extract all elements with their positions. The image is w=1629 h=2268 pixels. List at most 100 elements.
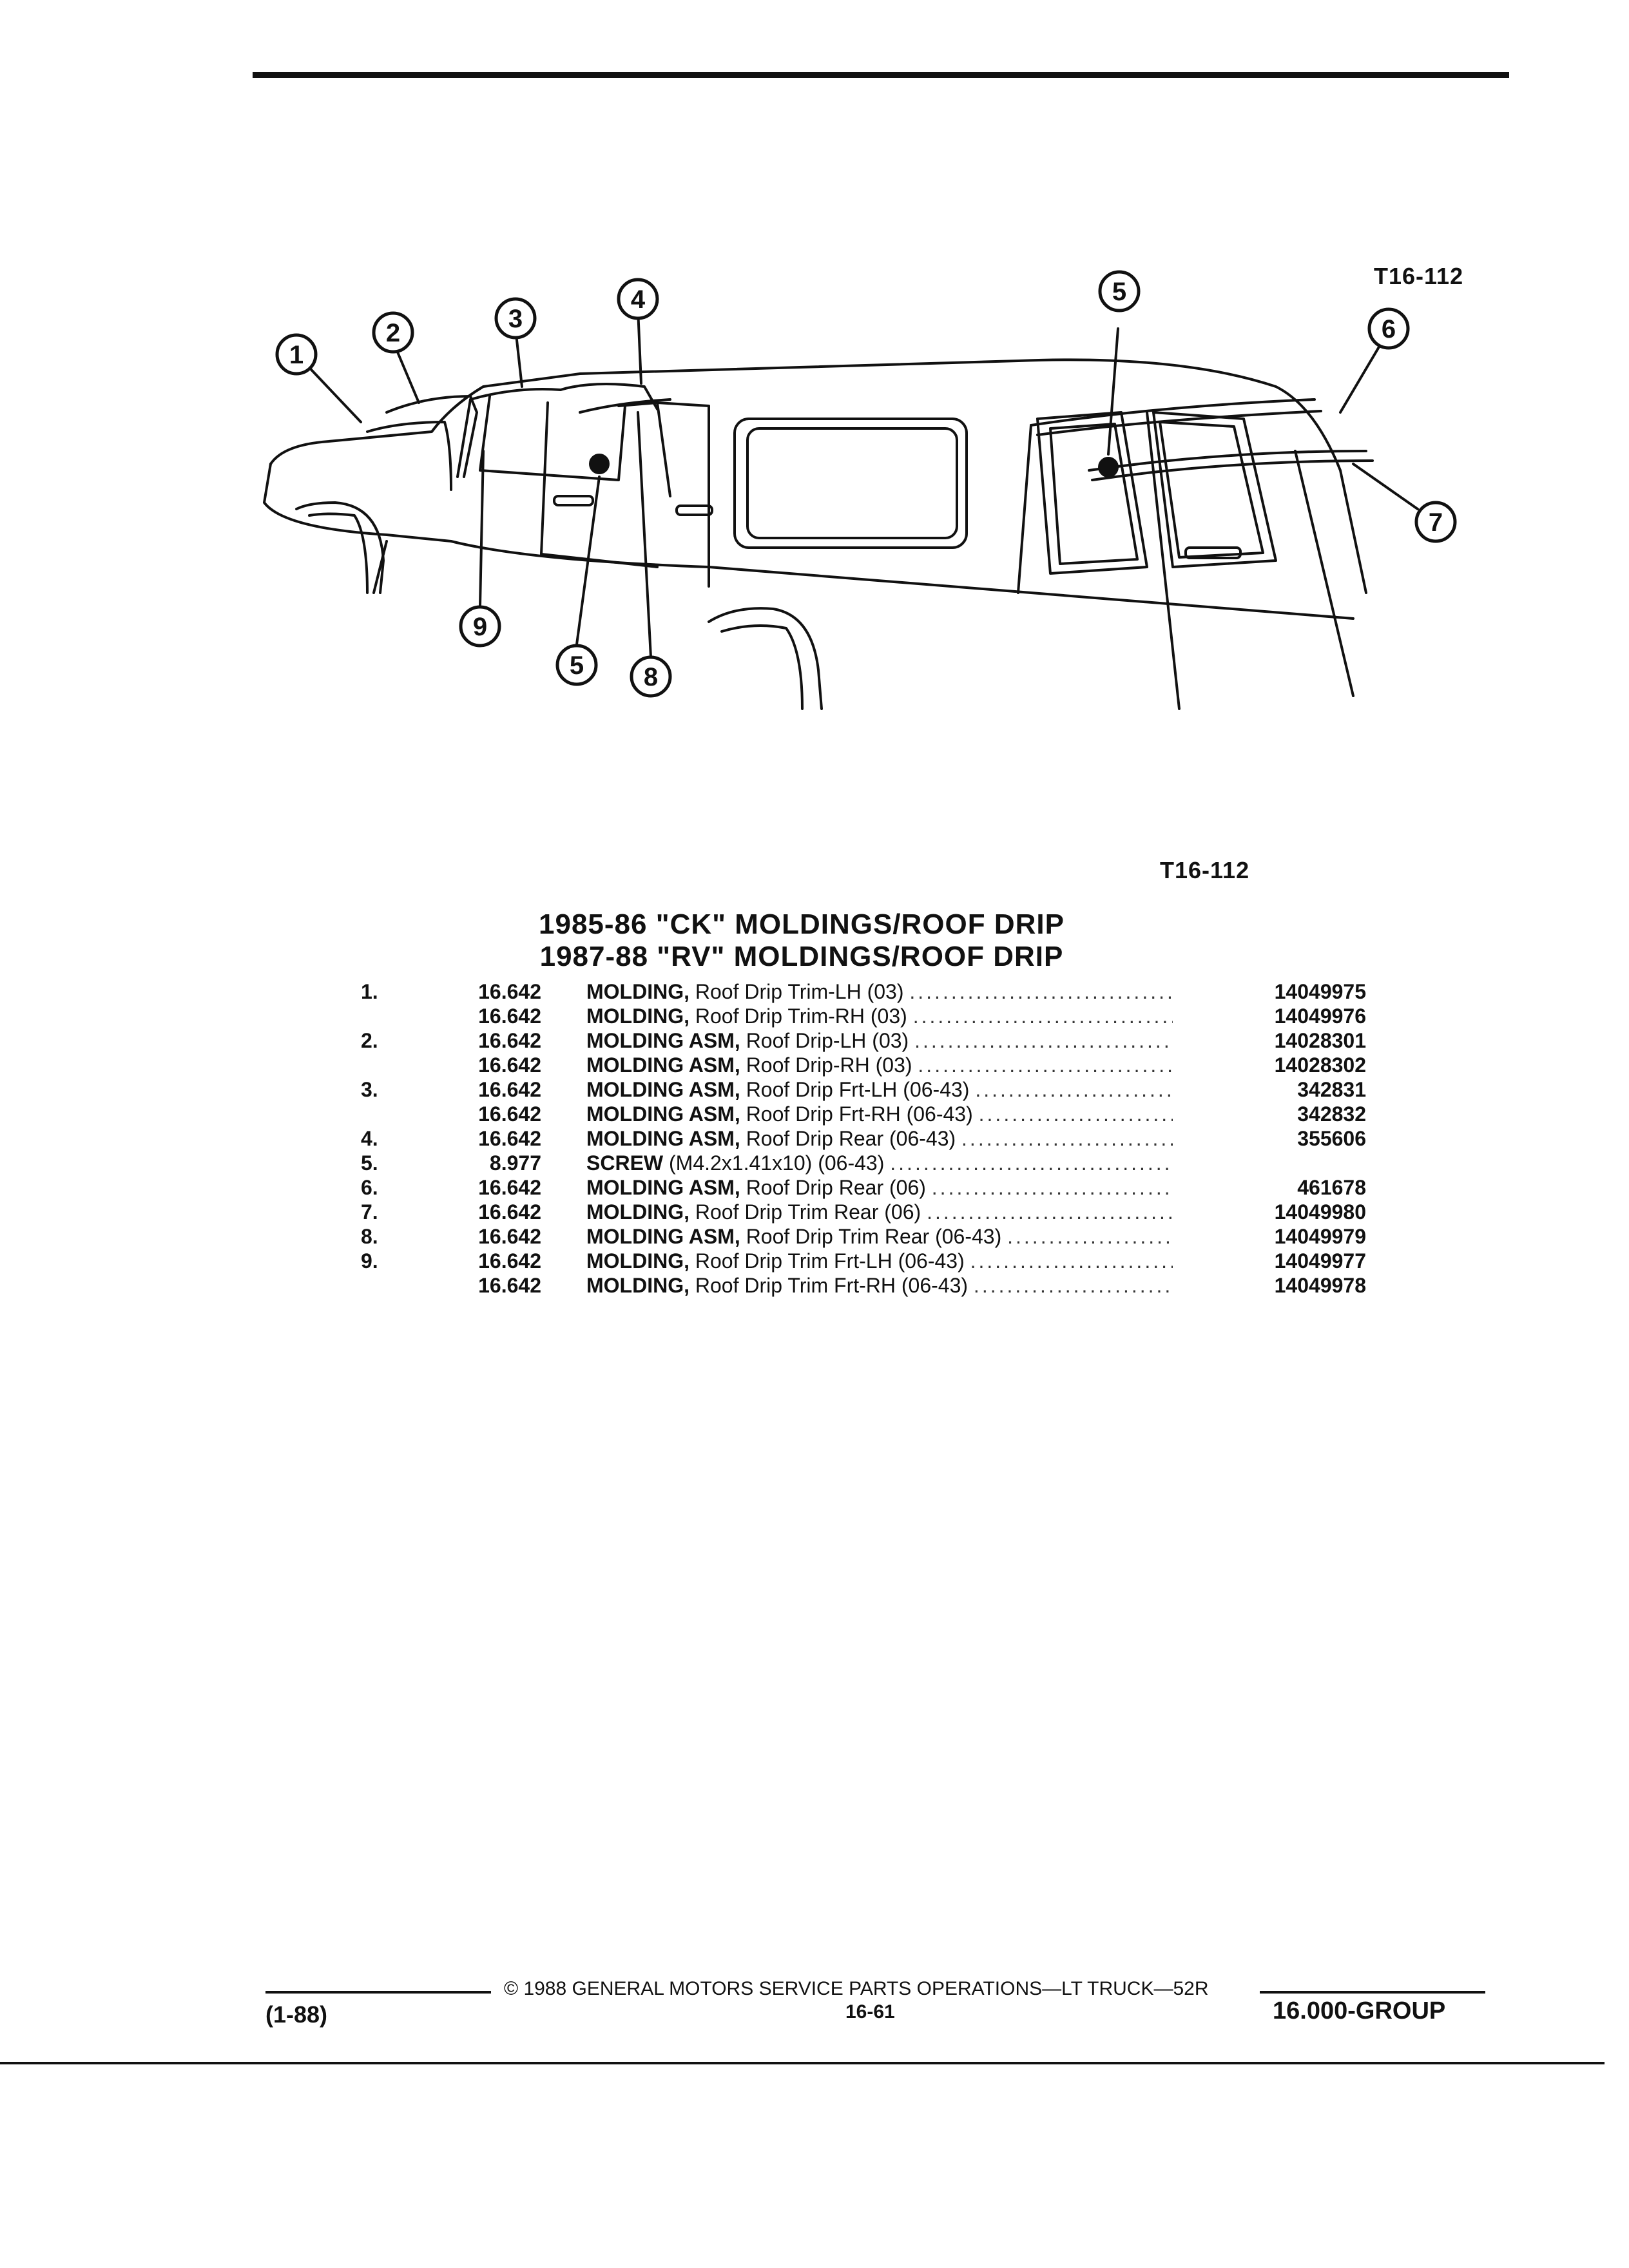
callout-label: 5 bbox=[1112, 278, 1126, 306]
part-name: MOLDING ASM, bbox=[586, 1225, 740, 1248]
section-title-2: 1987-88 "RV" MOLDINGS/ROOF DRIP bbox=[539, 941, 1064, 972]
part-description: MOLDING, Roof Drip Trim Frt-RH (06-43) .… bbox=[586, 1273, 1173, 1298]
leader-dots: ........................................… bbox=[914, 1029, 1173, 1052]
footer-rule-left bbox=[265, 1991, 491, 1994]
callout-8: 8 bbox=[630, 655, 672, 698]
part-number: 14049979 bbox=[1274, 1225, 1366, 1248]
part-name: MOLDING, bbox=[586, 1274, 689, 1297]
callout-label: 8 bbox=[644, 663, 658, 691]
group-number: 16.642 bbox=[478, 1004, 541, 1028]
part-name: MOLDING, bbox=[586, 1004, 689, 1028]
part-detail: Roof Drip Trim-LH (03) bbox=[695, 980, 904, 1003]
bottom-rule bbox=[0, 2062, 1605, 2064]
leader-dots: ........................................… bbox=[927, 1200, 1173, 1224]
parts-row: 16.642 MOLDING, Roof Drip Trim-RH (03) ..… bbox=[361, 1004, 1366, 1028]
item-number: 2. bbox=[361, 1029, 378, 1052]
part-detail: Roof Drip-RH (03) bbox=[746, 1053, 912, 1077]
leader-dots: ........................................… bbox=[931, 1176, 1173, 1199]
callout-label: 9 bbox=[473, 613, 487, 641]
part-number: 342832 bbox=[1297, 1102, 1366, 1126]
group-number: 16.642 bbox=[478, 1274, 541, 1297]
part-name: MOLDING ASM, bbox=[586, 1053, 740, 1077]
part-name: MOLDING ASM, bbox=[586, 1176, 740, 1199]
group-number: 16.642 bbox=[478, 1053, 541, 1077]
part-number: 355606 bbox=[1297, 1127, 1366, 1150]
part-detail: Roof Drip Trim-RH (03) bbox=[695, 1004, 907, 1028]
callout-label: 2 bbox=[386, 319, 400, 347]
part-number: 14028302 bbox=[1274, 1053, 1366, 1077]
callout-3: 3 bbox=[494, 297, 537, 340]
part-description: SCREW (M4.2x1.41x10) (06-43) ...........… bbox=[586, 1151, 1173, 1175]
part-number: 14028301 bbox=[1274, 1029, 1366, 1052]
group-number: 16.642 bbox=[478, 1102, 541, 1126]
part-description: MOLDING ASM, Roof Drip-LH (03) .........… bbox=[586, 1028, 1173, 1053]
part-detail: Roof Drip Rear (06-43) bbox=[746, 1127, 956, 1150]
callout-9: 9 bbox=[459, 605, 501, 648]
leader-dots: ........................................… bbox=[978, 1102, 1173, 1126]
part-number: 14049976 bbox=[1274, 1004, 1366, 1028]
part-detail: Roof Drip-LH (03) bbox=[746, 1029, 909, 1052]
leader-dots: ........................................… bbox=[975, 1078, 1173, 1101]
callout-2: 2 bbox=[372, 311, 414, 354]
leader-dots: ........................................… bbox=[961, 1127, 1173, 1150]
part-description: MOLDING, Roof Drip Trim-RH (03) ........… bbox=[586, 1004, 1173, 1028]
group-number: 8.977 bbox=[489, 1151, 541, 1175]
leader-dots: ........................................… bbox=[909, 980, 1173, 1003]
callout-label: 5 bbox=[570, 651, 584, 680]
part-name: MOLDING, bbox=[586, 1249, 689, 1273]
part-description: MOLDING ASM, Roof Drip-RH (03) .........… bbox=[586, 1053, 1173, 1077]
part-number: 461678 bbox=[1297, 1176, 1366, 1199]
group-number: 16.642 bbox=[478, 980, 541, 1003]
part-name: MOLDING ASM, bbox=[586, 1078, 740, 1101]
item-number: 4. bbox=[361, 1127, 378, 1150]
part-name: SCREW bbox=[586, 1151, 664, 1175]
part-name: MOLDING ASM, bbox=[586, 1127, 740, 1150]
group-number: 16.642 bbox=[478, 1249, 541, 1273]
group-number: 16.642 bbox=[478, 1200, 541, 1224]
footer-copyright: © 1988 GENERAL MOTORS SERVICE PARTS OPER… bbox=[504, 1978, 1209, 1999]
leader-dots: ........................................… bbox=[912, 1004, 1173, 1028]
part-detail: Roof Drip Frt-LH (06-43) bbox=[746, 1078, 970, 1101]
part-name: MOLDING ASM, bbox=[586, 1102, 740, 1126]
vehicle-roof-drip-illustration: 1 2 3 4 5 6 7 9 5 8 bbox=[263, 270, 1457, 710]
part-number: 14049975 bbox=[1274, 980, 1366, 1003]
part-description: MOLDING ASM, Roof Drip Rear (06-43) ....… bbox=[586, 1126, 1173, 1151]
item-number: 1. bbox=[361, 980, 378, 1003]
callout-label: 7 bbox=[1429, 508, 1443, 537]
part-number: 342831 bbox=[1297, 1078, 1366, 1101]
leader-dots: ........................................… bbox=[973, 1274, 1173, 1297]
part-description: MOLDING ASM, Roof Drip Trim Rear (06-43)… bbox=[586, 1224, 1173, 1249]
item-number: 9. bbox=[361, 1249, 378, 1273]
leader-dots: ........................................… bbox=[890, 1151, 1173, 1175]
figure-code-top: T16-112 bbox=[1374, 263, 1464, 289]
item-number: 6. bbox=[361, 1176, 378, 1199]
parts-row: 9. 16.642 MOLDING, Roof Drip Trim Frt-LH (… bbox=[361, 1249, 1366, 1273]
part-detail: Roof Drip Trim Rear (06) bbox=[695, 1200, 921, 1224]
callout-label: 4 bbox=[631, 285, 646, 314]
part-detail: Roof Drip Trim Rear (06-43) bbox=[746, 1225, 1002, 1248]
part-detail: Roof Drip Trim Frt-RH (06-43) bbox=[695, 1274, 969, 1297]
footer-rule-right bbox=[1260, 1991, 1485, 1994]
callout-7: 7 bbox=[1414, 501, 1457, 543]
part-description: MOLDING ASM, Roof Drip Frt-RH (06-43) ..… bbox=[586, 1102, 1173, 1126]
part-detail: Roof Drip Trim Frt-LH (06-43) bbox=[695, 1249, 965, 1273]
top-rule bbox=[253, 72, 1509, 78]
part-description: MOLDING, Roof Drip Trim Frt-LH (06-43) .… bbox=[586, 1249, 1173, 1273]
item-number: 3. bbox=[361, 1078, 378, 1101]
callout-label: 6 bbox=[1382, 315, 1396, 343]
part-detail: Roof Drip Frt-RH (06-43) bbox=[746, 1102, 973, 1126]
leader-dots: ........................................… bbox=[1007, 1225, 1173, 1248]
callout-label: 3 bbox=[508, 305, 523, 333]
callout-5-top: 5 bbox=[1098, 270, 1141, 312]
callout-6: 6 bbox=[1367, 307, 1410, 350]
part-name: MOLDING ASM, bbox=[586, 1029, 740, 1052]
part-name: MOLDING, bbox=[586, 980, 689, 1003]
